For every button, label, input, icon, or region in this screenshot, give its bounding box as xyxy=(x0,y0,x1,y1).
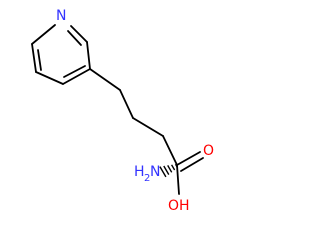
ring-bond-inner xyxy=(67,30,82,46)
ring-bond xyxy=(35,71,64,85)
amine-h-label: H xyxy=(134,164,145,180)
ring-bond xyxy=(62,68,91,85)
stereo-hashed-wedge xyxy=(159,163,179,178)
bond-lines xyxy=(31,24,204,195)
chain-bond xyxy=(89,68,121,91)
ring-bond-inner xyxy=(63,65,86,78)
ring-bond xyxy=(31,43,37,73)
carbonyl-bond xyxy=(180,157,204,172)
molecule-canvas: N H 2 N O H O xyxy=(31,8,215,214)
ring-bond xyxy=(31,24,56,45)
pyridine-nitrogen-label: N xyxy=(56,8,66,24)
chain-bond xyxy=(132,117,164,137)
amine-h-count: 2 xyxy=(144,173,150,184)
hydroxyl-oxygen-label: O xyxy=(168,198,179,214)
chain-bond xyxy=(162,135,178,166)
hydroxyl-bond xyxy=(176,164,180,195)
hydroxyl-hydrogen-label: H xyxy=(179,198,190,214)
structure-drawing: N H 2 N O H O xyxy=(31,8,214,214)
amine-nitrogen-label: N xyxy=(150,164,160,180)
carbonyl-bond xyxy=(176,151,201,166)
carbonyl-oxygen-label: O xyxy=(203,143,214,159)
chain-bond xyxy=(119,89,134,119)
ring-bond-inner xyxy=(37,49,42,71)
ring-bond xyxy=(86,41,91,70)
ring-bond xyxy=(70,25,88,43)
